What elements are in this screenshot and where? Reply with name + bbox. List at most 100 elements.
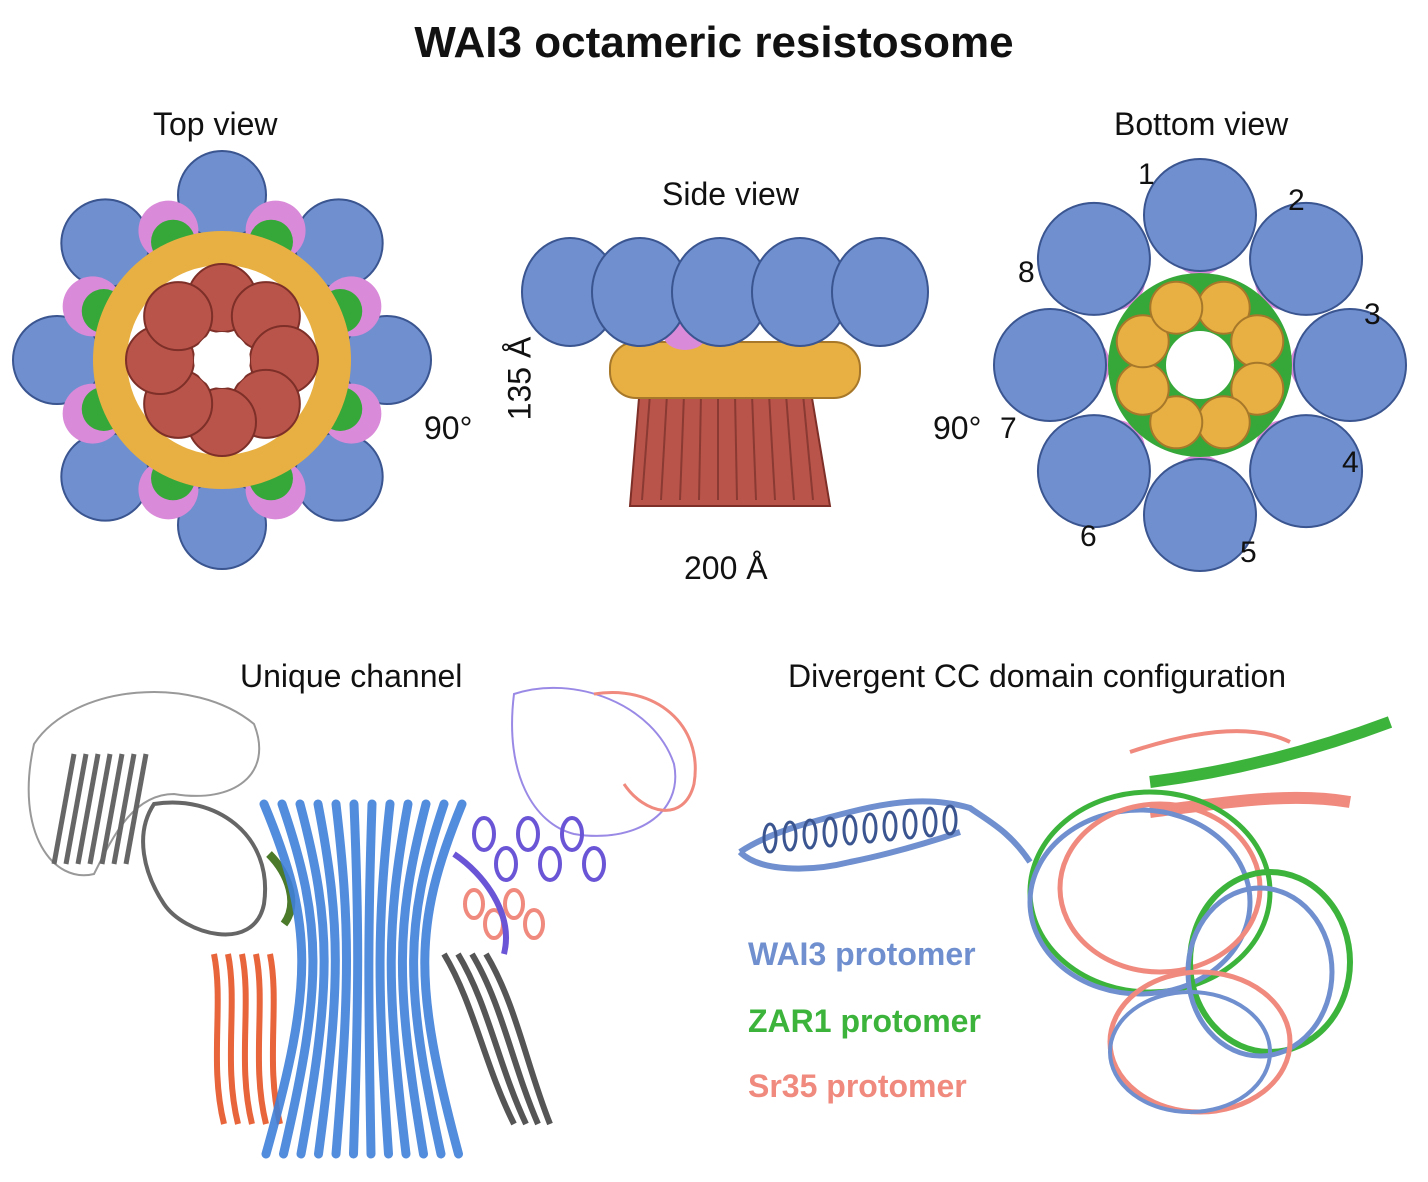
wai3-lrr-inner [1108,990,1272,1114]
lrr-blob [1036,201,1151,316]
salmon-lrr-outline [593,691,697,812]
lrr-blob [1249,201,1364,316]
protomer-number-6: 6 [1080,520,1097,553]
wai3-helix-turn [942,804,958,836]
side-view-label: Side view [662,176,799,212]
helix-stripe [768,393,776,501]
channel-strand [349,799,363,1159]
wai3-helix-turn [782,820,798,852]
top-view-label: Top view [153,106,278,142]
unique-channel-label: Unique channel [240,658,463,694]
divergent-cc-structure [737,716,1393,1115]
channel-strand [259,799,307,1159]
rotation-label-left: 90° [424,410,473,446]
beta-strand [99,753,125,865]
channel-strand [364,799,377,1159]
channel-strand [409,799,449,1159]
channel-strand [277,799,318,1159]
lrr-blob [1293,308,1407,422]
sr35-loop [1129,729,1291,754]
helix-stripe [785,393,795,501]
lrr-blob [831,237,929,347]
purple-helix [452,851,509,955]
salmon-helix [503,888,525,920]
legend-wai3: WAI3 protomer [748,936,976,972]
purple-helix [516,816,540,852]
nbd-blob [1149,395,1204,450]
lrr-blob [1143,158,1257,272]
nbd-blob [1149,280,1204,335]
sr35-core [1057,801,1263,975]
lrr-blob [1036,414,1151,529]
orange-helix [225,953,241,1125]
beta-strand [123,753,149,865]
figure-title: WAI3 octameric resistosome [414,18,1014,67]
gray-helix [455,952,529,1126]
channel-strand [386,799,413,1159]
channel-strand [397,799,431,1159]
nbd-blob [1115,361,1170,416]
gray-helix [469,952,541,1126]
orange-helix [253,953,269,1125]
protomer-number-2: 2 [1288,184,1305,217]
beta-strand [63,753,89,865]
zar1-cc-helix [1149,716,1393,788]
helix-stripe [641,393,651,501]
protomer-number-7: 7 [1000,412,1017,445]
nbd-blob [1196,395,1251,450]
cc-blob [143,281,214,352]
wai3-helix-turn [762,822,778,854]
wai3-cc-helix [738,798,1033,864]
wai3-helix-turn [922,806,938,838]
lrr-blob [993,308,1107,422]
nbd-blob [1230,314,1285,369]
legend-sr35: Sr35 protomer [748,1068,967,1104]
orange-helix [211,953,227,1125]
lrr-blob [1143,458,1257,572]
channel-strand [375,799,395,1159]
salmon-helix [523,908,545,940]
protomer-number-5: 5 [1240,536,1257,569]
helix-stripe [751,393,757,501]
legend-zar1: ZAR1 protomer [748,1003,981,1039]
central-pore [194,332,250,388]
orange-ring [93,231,351,489]
lrr-blob [1249,414,1364,529]
purple-lrr-outline [511,686,677,837]
protomer-number-3: 3 [1364,298,1381,331]
nbd-blob [1115,314,1170,369]
beta-strand [51,753,77,865]
purple-helix [560,816,584,852]
wai3-cc-helix [737,829,961,872]
gray-helix [441,952,517,1126]
nbd-blob [1230,361,1285,416]
gray-nbd [141,800,268,937]
beta-strand [111,753,137,865]
protomer-number-8: 8 [1018,256,1035,289]
side-view-structure [521,237,929,507]
wai3-helix-turn [842,814,858,846]
channel-strand [313,799,340,1159]
width-label: 200 Å [684,550,768,586]
rotation-label-right: 90° [933,410,982,446]
wai3-helix-turn [802,818,818,850]
bottom-view-label: Bottom view [1114,106,1289,142]
gray-helix [483,952,553,1126]
purple-helix [582,846,606,882]
helix-stripe [734,393,738,501]
divergent-cc-label: Divergent CC domain configuration [788,658,1287,694]
wai3-helix-turn [882,810,898,842]
purple-helix [472,816,496,852]
channel-strand [331,799,351,1159]
wai3-helix-turn [902,808,918,840]
unique-channel-structure [27,686,697,1159]
helix-stripe [679,393,685,501]
bottom-view-structure [993,158,1407,572]
purple-helix [538,846,562,882]
protomer-number-1: 1 [1138,158,1155,191]
purple-helix [494,846,518,882]
channel-strand [420,799,467,1159]
helix-stripe [698,393,702,501]
cc-funnel [628,385,832,507]
wai3-core [1027,807,1253,997]
